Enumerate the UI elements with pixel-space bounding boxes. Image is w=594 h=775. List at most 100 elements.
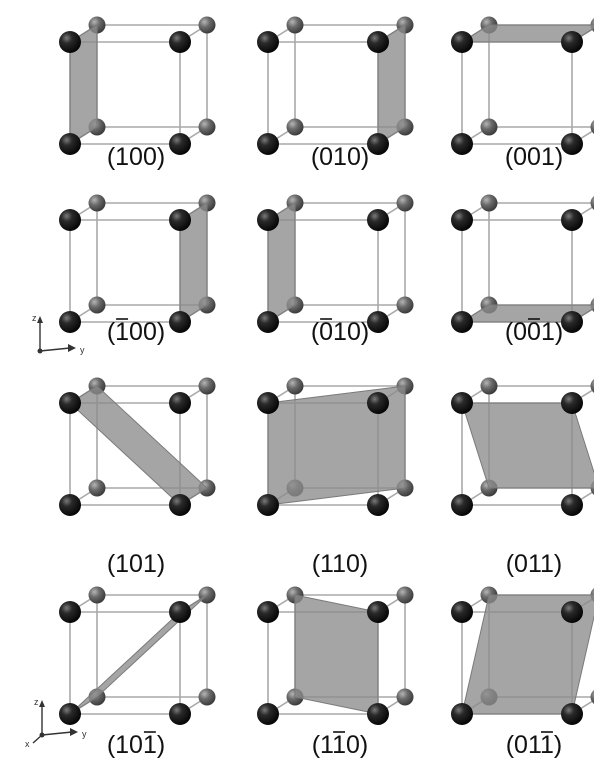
atom-front [257,209,279,231]
atom-front [257,311,279,333]
atom-back [286,118,304,136]
cube-cell-0-0: (100) [59,16,216,171]
atom-front [451,311,473,333]
atom-front [561,311,583,333]
atom-front [257,31,279,53]
atom-front [451,703,473,725]
atom-front [169,31,191,53]
y-axis-line [41,731,73,736]
atom-back [590,379,594,393]
cube-cell-3-2: (011) [451,586,594,759]
cube-cell-2-0: (101) [59,377,216,578]
lattice-plane [461,402,594,489]
atom-front [257,703,279,725]
atom-front [59,133,81,155]
lattice-plane [294,594,379,715]
cube-cell-2-2: (011) [451,377,594,578]
atom-front [367,601,389,623]
cube-cell-0-1: (010) [257,16,414,171]
lattice-plane [460,304,594,323]
miller-index-label: (011) [506,731,563,759]
miller-index-label: (100) [107,318,165,346]
miller-index-label: (101) [107,731,165,759]
atom-front [257,133,279,155]
lattice-plane [69,24,98,145]
lattice-plane [69,385,208,506]
atom-back [480,118,498,136]
atom-front [561,392,583,414]
atom-front [169,209,191,231]
z-axis-label: z [34,697,39,707]
atom-back [286,377,304,395]
y-axis-arrow [68,344,76,352]
atom-back [396,586,414,604]
atom-front [561,31,583,53]
atom-front [169,311,191,333]
lattice-plane [461,594,594,715]
cube-cell-1-0: (100) [59,194,216,346]
atom-front [561,209,583,231]
lattice-plane [460,24,594,43]
atom-front [59,601,81,623]
atom-back [88,296,106,314]
atom-front [367,209,389,231]
axes-triad: zyx [25,697,87,749]
miller-index-label: (010) [311,318,369,346]
miller-index-label: (011) [506,550,563,578]
miller-index-label: (001) [505,143,563,171]
cube-cell-3-0: (101) [59,586,216,759]
z-axis-arrow [37,316,43,323]
atom-front [367,392,389,414]
miller-index-label: (001) [505,318,563,346]
atom-front [257,494,279,516]
cube-cell-0-2: (001) [451,16,594,171]
atom-front [59,703,81,725]
y-axis-arrow [70,728,78,736]
atom-front [257,601,279,623]
atom-front [451,392,473,414]
miller-index-label: (100) [107,143,165,171]
cube-cell-1-1: (010) [257,194,414,346]
miller-index-label: (010) [311,143,369,171]
atom-back [198,377,216,395]
atom-back [396,688,414,706]
cube-cell-1-2: (001) [451,194,594,346]
miller-index-label: (110) [312,550,369,578]
atom-front [169,392,191,414]
atom-front [59,392,81,414]
atom-front [257,392,279,414]
atom-front [451,31,473,53]
atom-front [169,494,191,516]
z-axis-label: z [32,313,37,323]
atom-back [198,16,216,34]
atom-back [480,194,498,212]
atom-front [367,703,389,725]
atom-front [367,133,389,155]
atom-front [367,494,389,516]
cube-cell-3-1: (110) [257,586,414,759]
atom-front [561,703,583,725]
x-axis-line [32,734,43,744]
miller-index-label: (110) [312,731,369,759]
atom-front [451,601,473,623]
atom-back [286,16,304,34]
atom-back [88,586,106,604]
atom-front [561,133,583,155]
atom-front [451,133,473,155]
atom-front [59,209,81,231]
y-axis-label: y [82,729,87,739]
atom-back [396,296,414,314]
atom-back [590,196,594,210]
atom-back [396,194,414,212]
lattice-plane [179,202,208,323]
axes-origin [37,348,43,354]
atom-front [367,311,389,333]
atom-front [59,31,81,53]
atom-front [169,601,191,623]
atom-front [561,601,583,623]
atom-front [169,133,191,155]
y-axis-label: y [80,345,85,355]
atom-front [59,311,81,333]
lattice-plane [267,385,406,506]
